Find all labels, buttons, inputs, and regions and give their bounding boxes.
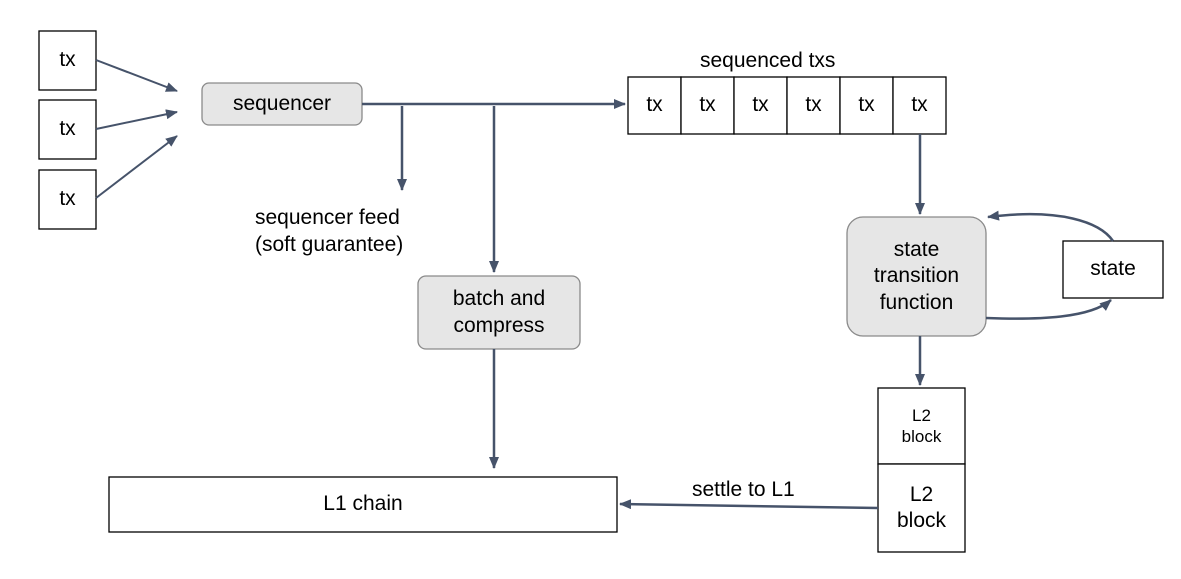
l1-chain-label: L1 chain bbox=[323, 492, 403, 516]
batch-compress-box bbox=[417, 275, 581, 350]
state-box bbox=[1062, 240, 1164, 299]
sequenced-tx-cell-6 bbox=[892, 76, 947, 135]
l2-block-top bbox=[877, 387, 966, 465]
tx-to-sequencer-arrow-1 bbox=[95, 59, 178, 92]
state-label: state bbox=[1090, 257, 1136, 281]
l2-block-top-line-2: block bbox=[901, 427, 942, 446]
state-to-stf-arrow bbox=[987, 210, 1115, 242]
batch-compress-line-2: compress bbox=[453, 313, 545, 337]
sequenced-tx-cell-5 bbox=[839, 76, 894, 135]
l2-block-bottom bbox=[877, 463, 966, 553]
stf-to-state-arrow bbox=[985, 299, 1112, 320]
stf-label: state transition function bbox=[847, 217, 986, 336]
tx-input-box-3 bbox=[38, 169, 97, 230]
sequenced-tx-label-1: tx bbox=[646, 93, 663, 117]
sequenced-tx-cell-2 bbox=[680, 76, 735, 135]
settle-label: settle to L1 bbox=[692, 478, 795, 501]
l2-block-top-label: L2 block bbox=[878, 388, 965, 464]
batch-compress-label: batch and compress bbox=[418, 276, 580, 349]
tx-input-label-2: tx bbox=[59, 117, 76, 141]
sequenced-tx-label-2: tx bbox=[699, 93, 716, 117]
l2-block-top-line-1: L2 bbox=[912, 405, 931, 425]
tx-to-sequencer-arrow-3 bbox=[95, 135, 178, 199]
settle-arrow bbox=[619, 499, 879, 510]
tx-input-label-3: tx bbox=[59, 187, 76, 211]
sequenced-tx-cell-3 bbox=[733, 76, 788, 135]
sequenced-txs-title: sequenced txs bbox=[700, 49, 836, 72]
sequenced-tx-cell-4 bbox=[786, 76, 841, 135]
sequenced-tx-cell-1 bbox=[627, 76, 682, 135]
l2-block-bottom-line-1: L2 bbox=[909, 482, 934, 506]
sequencer-label: sequencer bbox=[232, 91, 332, 115]
sequencer-feed-line-1: sequencer feed bbox=[255, 206, 400, 229]
tx-input-label-1: tx bbox=[59, 48, 76, 72]
sequencer-feed-line-2: (soft guarantee) bbox=[255, 233, 404, 257]
sequenced-tx-label-3: tx bbox=[752, 93, 769, 117]
sequenced-tx-label-4: tx bbox=[805, 93, 822, 117]
sequenced-tx-label-6: tx bbox=[911, 93, 928, 117]
sequenced-tx-label-5: tx bbox=[858, 93, 875, 117]
l1-chain-box bbox=[108, 476, 618, 533]
l2-block-bottom-label: L2 block bbox=[878, 464, 965, 552]
stf-line-3: function bbox=[879, 290, 954, 314]
sequencer-feed-text: sequencer feed (soft guarantee) bbox=[255, 204, 403, 259]
tx-input-box-1 bbox=[38, 30, 97, 91]
tx-to-sequencer-arrow-2 bbox=[95, 109, 178, 130]
stf-line-2: transition bbox=[873, 264, 960, 288]
batch-compress-line-1: batch and bbox=[452, 287, 546, 311]
tx-input-box-2 bbox=[38, 99, 97, 160]
stf-box bbox=[846, 216, 987, 337]
stf-line-1: state bbox=[893, 238, 940, 262]
l2-block-bottom-line-2: block bbox=[896, 509, 947, 532]
